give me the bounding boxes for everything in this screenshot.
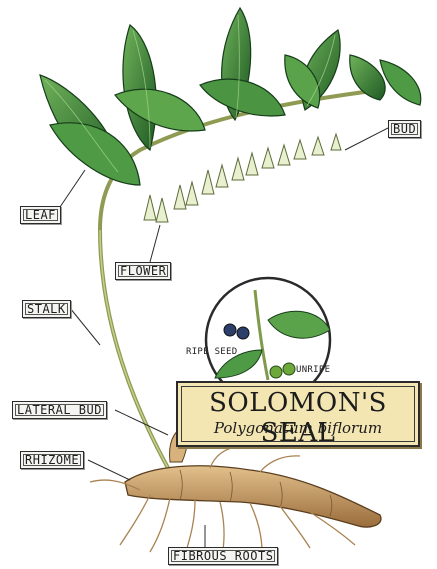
label-stalk: STALK bbox=[22, 300, 71, 318]
label-leaf: LEAF bbox=[20, 206, 61, 224]
label-flower: FLOWER bbox=[115, 262, 171, 280]
leaf bbox=[200, 79, 285, 116]
leaves bbox=[40, 8, 421, 185]
label-rhizome: RHIZOME bbox=[20, 451, 84, 469]
label-ripe-seed: RIPE SEED bbox=[186, 347, 237, 357]
flowers bbox=[144, 134, 341, 222]
leaf bbox=[380, 60, 421, 105]
title: SOLOMON'S SEAL bbox=[178, 388, 418, 448]
leaf bbox=[50, 123, 140, 185]
label-unripe: UNRIPE bbox=[296, 365, 330, 375]
label-lateral-bud: LATERAL BUD bbox=[12, 401, 107, 419]
label-fibrous-roots: FIBROUS ROOTS bbox=[168, 547, 278, 565]
title-plaque: SOLOMON'S SEAL Polygonatum biflorum bbox=[176, 381, 420, 447]
label-bud: BUD bbox=[388, 120, 421, 138]
leaf bbox=[123, 25, 156, 150]
subtitle: Polygonatum biflorum bbox=[178, 419, 418, 437]
